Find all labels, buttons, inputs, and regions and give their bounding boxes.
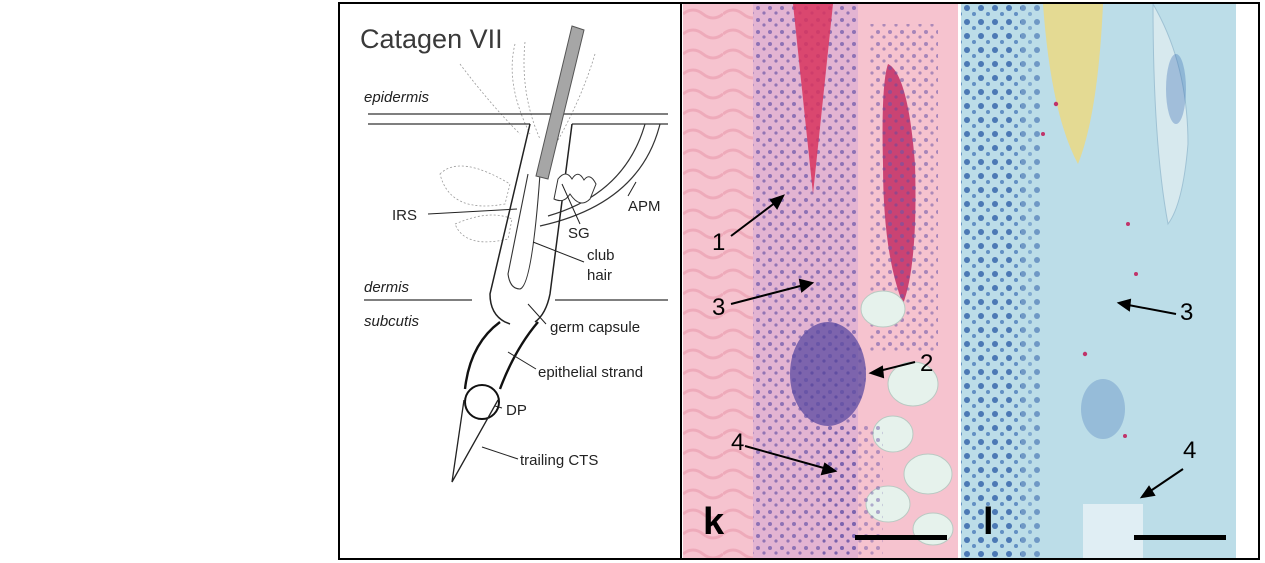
- label-epithelial-strand: epithelial strand: [538, 364, 643, 381]
- label-dp: DP: [506, 402, 527, 419]
- panel-letter-k: k: [703, 501, 725, 543]
- hair-shaft-k: [793, 4, 833, 194]
- apm-outline: [539, 123, 661, 227]
- catagen-schematic: Catagen VII epidermis dermis subcutis: [360, 24, 668, 483]
- marker-l-4: 4: [1183, 437, 1196, 464]
- dermal-papilla: [464, 384, 500, 420]
- marker-k-2: 2: [920, 350, 933, 377]
- panel-l: 3 4 l: [961, 4, 1236, 558]
- label-germ-capsule: germ capsule: [550, 319, 640, 336]
- marker-l-3: 3: [1180, 299, 1193, 326]
- panel-divider: [680, 2, 682, 560]
- marker-k-3: 3: [712, 294, 725, 321]
- hair-shaft: [535, 25, 585, 180]
- label-irs: IRS: [392, 207, 417, 224]
- marker-k-4: 4: [731, 429, 744, 456]
- label-club: club: [587, 247, 615, 264]
- label-dermis: dermis: [364, 279, 410, 296]
- hair-shaft-l: [1043, 4, 1103, 164]
- trailing-cts: [451, 399, 499, 483]
- label-trailing-cts: trailing CTS: [520, 452, 598, 469]
- schematic-title: Catagen VII: [360, 24, 503, 54]
- follicle-outline-right: [534, 123, 573, 323]
- panel-k: 1 3 2 4 k: [683, 4, 958, 558]
- follicle-outline-left: [489, 123, 531, 325]
- micrograph-panels: 1 3 2 4 k 3 4 l: [683, 4, 1236, 558]
- label-hair: hair: [587, 267, 612, 284]
- epithelial-strand: [463, 321, 501, 390]
- label-apm: APM: [628, 198, 661, 215]
- scale-bar-k: [855, 535, 947, 540]
- label-subcutis: subcutis: [364, 313, 420, 330]
- scale-bar-l: [1134, 535, 1226, 540]
- label-sg: SG: [568, 225, 590, 242]
- club-hair-outline: [507, 173, 541, 290]
- marker-k-1: 1: [712, 229, 725, 256]
- label-epidermis: epidermis: [364, 89, 430, 106]
- sebaceous-gland: [553, 173, 597, 204]
- panel-letter-l: l: [983, 501, 994, 543]
